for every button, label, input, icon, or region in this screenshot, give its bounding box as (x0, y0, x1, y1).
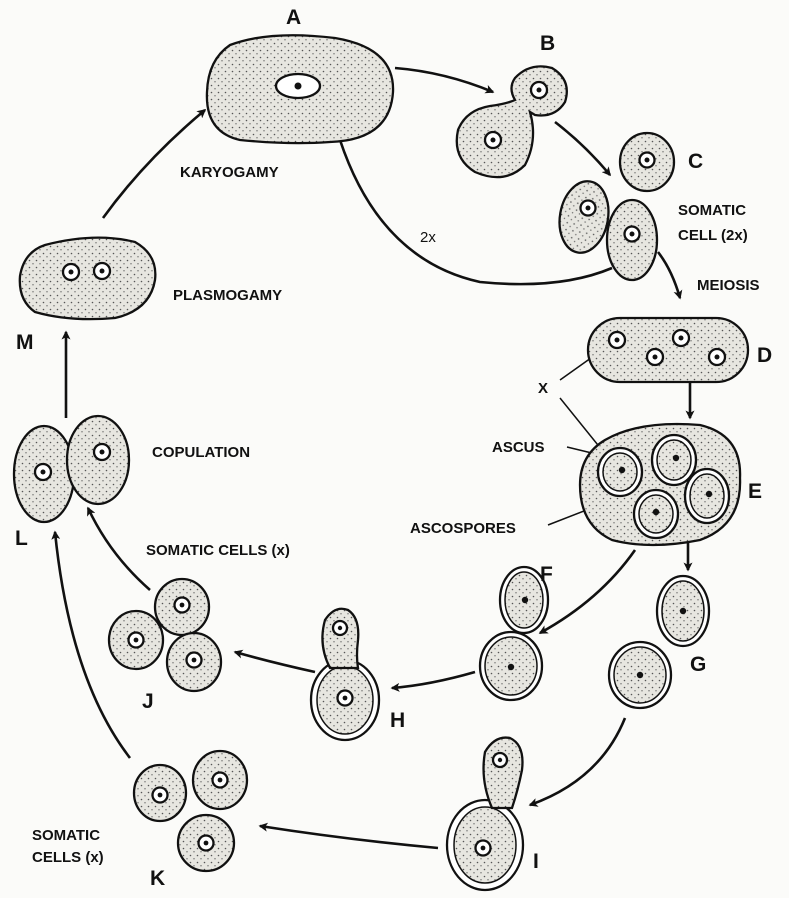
cell-m (20, 238, 156, 319)
stage-a: A (286, 6, 301, 29)
cell-c2 (554, 177, 614, 256)
stage-i: I (533, 850, 539, 873)
arrow-j-to-l (88, 508, 150, 590)
label-somatic-cell-line1: SOMATIC (678, 202, 746, 219)
arrow-i-to-k (260, 826, 438, 848)
stage-g: G (690, 653, 706, 676)
label-somatic-cells-x: SOMATIC CELLS (x) (146, 542, 290, 559)
stage-l: L (15, 527, 28, 550)
cells (14, 35, 748, 890)
stage-h: H (390, 709, 405, 732)
cell-i-bud (484, 738, 523, 808)
label-ascus: ASCUS (492, 439, 545, 456)
cell-d (588, 318, 748, 382)
stage-d: D (757, 344, 772, 367)
stage-b: B (540, 32, 555, 55)
nucleolus-a (295, 83, 302, 90)
label-somatic-cells-k-line2: CELLS (x) (32, 849, 104, 866)
arrow-g-to-i (530, 718, 625, 805)
arrow-meiosis (658, 252, 680, 298)
arrow-b-to-c (555, 122, 610, 175)
stage-c: C (688, 150, 703, 173)
label-copulation: COPULATION (152, 444, 250, 461)
stage-j: J (142, 690, 154, 713)
stage-e: E (748, 480, 762, 503)
cell-h-bud (322, 609, 358, 668)
cell-b (457, 66, 567, 177)
arrow-e-to-f (540, 550, 635, 633)
label-somatic-cells-k-line1: SOMATIC (32, 827, 100, 844)
label-somatic-cell-line2: CELL (2x) (678, 227, 748, 244)
label-karyogamy: KARYOGAMY (180, 164, 279, 181)
arrow-f-to-h (392, 672, 475, 688)
label-x: X (538, 380, 548, 397)
stage-k: K (150, 867, 165, 890)
label-2x: 2x (420, 229, 436, 246)
stage-f: F (540, 563, 553, 586)
label-plasmogamy: PLASMOGAMY (173, 287, 282, 304)
label-ascospores: ASCOSPORES (410, 520, 516, 537)
stage-m: M (16, 331, 34, 354)
arrow-a-to-b (395, 68, 493, 92)
arrow-h-to-j (235, 652, 315, 672)
label-meiosis: MEIOSIS (697, 277, 760, 294)
